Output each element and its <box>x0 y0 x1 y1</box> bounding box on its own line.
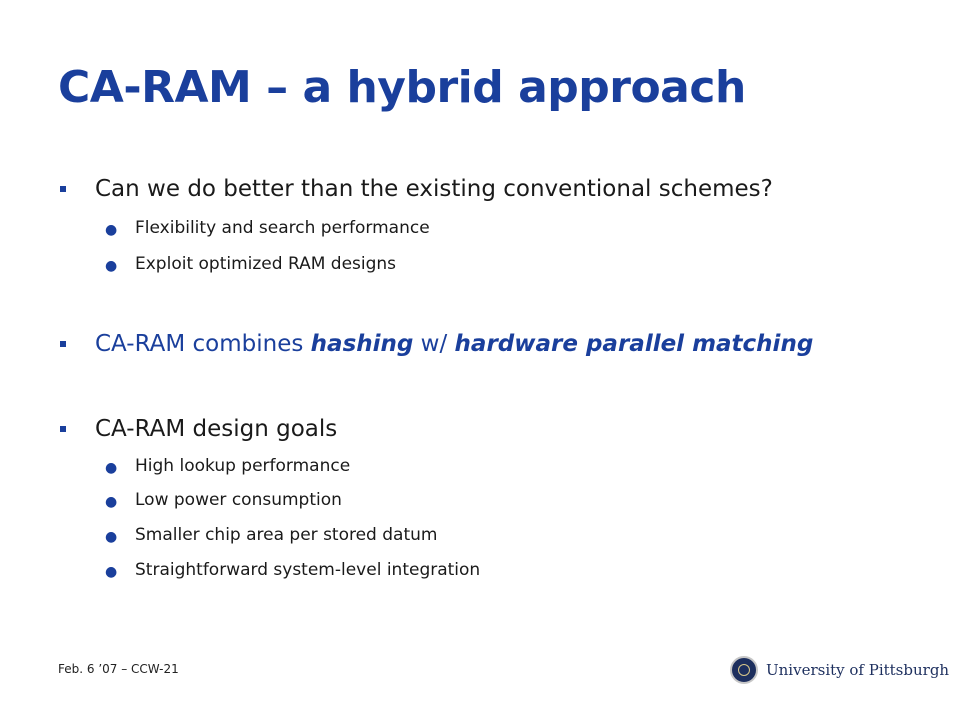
university-seal-icon <box>730 656 758 684</box>
sub-bullet-1-2-text: Exploit optimized RAM designs <box>135 254 397 274</box>
slide-title: CA-RAM – a hybrid approach <box>58 62 746 113</box>
university-logo-text: University of Pittsburgh <box>766 661 950 679</box>
dot-bullet-icon: ● <box>105 529 118 545</box>
square-bullet-icon <box>60 426 66 432</box>
bullet-3-text: CA-RAM design goals <box>95 416 338 442</box>
sub-bullet-3-3-text: Smaller chip area per stored datum <box>135 525 438 545</box>
bullet-2-text: CA-RAM combines hashing w/ hardware para… <box>95 331 813 357</box>
sub-bullet-3-1-text: High lookup performance <box>135 456 351 476</box>
bullet-2-part-1: CA-RAM combines <box>95 331 311 357</box>
bullet-1-text: Can we do better than the existing conve… <box>95 176 773 202</box>
sub-bullet-3-2-text: Low power consumption <box>135 490 342 510</box>
dot-bullet-icon: ● <box>105 494 118 510</box>
square-bullet-icon <box>60 186 66 192</box>
sub-bullet-3-4-text: Straightforward system-level integration <box>135 560 481 580</box>
slide-footer: Feb. 6 ’07 – CCW-21 <box>58 662 179 676</box>
university-logo: University of Pittsburgh <box>730 655 949 689</box>
bullet-2-emphasis-matching: hardware parallel matching <box>454 331 814 357</box>
square-bullet-icon <box>60 341 66 347</box>
sub-bullet-1-1-text: Flexibility and search performance <box>135 218 430 238</box>
dot-bullet-icon: ● <box>105 258 118 274</box>
bullet-2-emphasis-hashing: hashing <box>310 331 414 357</box>
dot-bullet-icon: ● <box>105 222 118 238</box>
dot-bullet-icon: ● <box>105 564 118 580</box>
dot-bullet-icon: ● <box>105 460 118 476</box>
bullet-2-part-3: w/ <box>413 331 455 357</box>
